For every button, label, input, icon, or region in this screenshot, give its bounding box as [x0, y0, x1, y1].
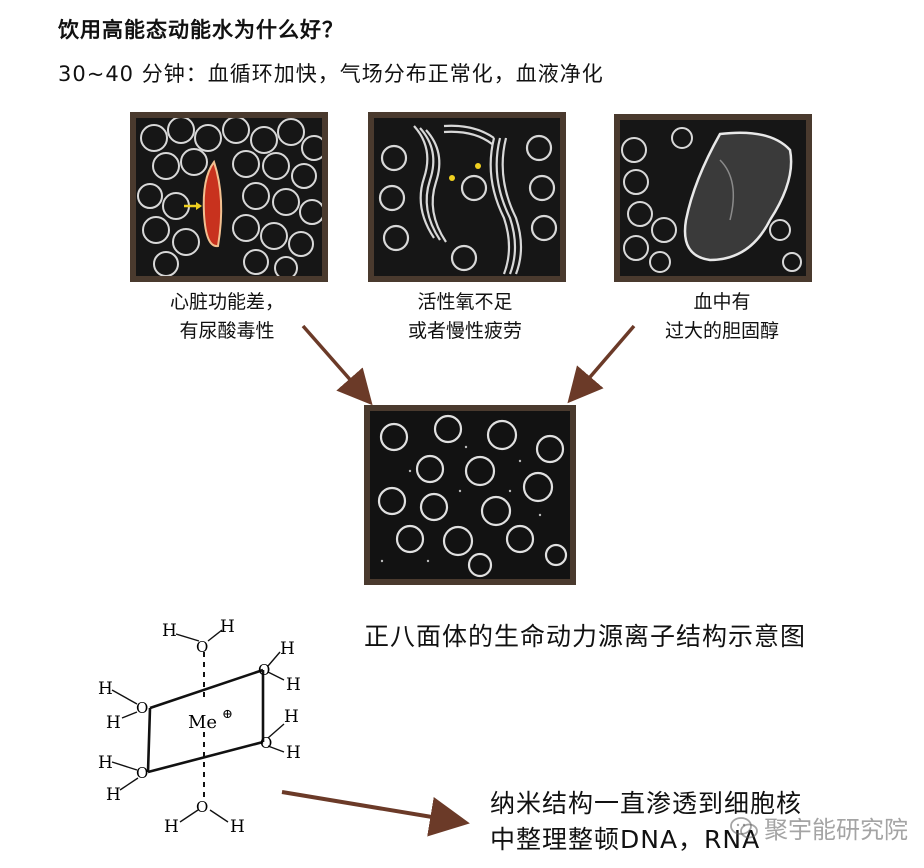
conclusion-line2: 中整理整顿DNA，RNA [490, 825, 761, 854]
arrow-left [301, 324, 373, 406]
center-charge-label: ⊕ [222, 707, 233, 722]
caption-cholesterol: 血中有 过大的胆固醇 [612, 288, 832, 346]
caption-heart-line2: 有尿酸毒性 [179, 320, 275, 342]
blood-cells-image-3 [620, 120, 806, 276]
blood-photo-cholesterol [614, 114, 812, 282]
atom-h-7: H [284, 707, 299, 727]
caption-heart-line1: 心脏功能差， [169, 291, 284, 313]
atom-h-11: H [164, 817, 179, 837]
atom-h-4: H [106, 713, 121, 733]
page-title: 饮用高能态动能水为什么好？ [58, 18, 344, 42]
atom-o-right-top: O [258, 661, 270, 679]
watermark-text: 聚宇能研究院 [764, 816, 908, 844]
caption-fatigue: 活性氧不足 或者慢性疲劳 [355, 288, 575, 346]
atom-o-top: O [196, 638, 208, 656]
atom-o-right-bottom: O [260, 734, 272, 752]
atom-h-3: H [98, 679, 113, 699]
octahedron-molecule-diagram: H O H H O H H O H H O H H O H O H H Me ⊕ [98, 617, 301, 837]
arrow-right [567, 324, 636, 404]
watermark: 聚宇能研究院 [730, 810, 908, 845]
atom-o-bottom: O [196, 798, 208, 816]
atom-h-5: H [280, 639, 295, 659]
blood-cells-image-result [370, 411, 570, 579]
diagram-caption: 正八面体的生命动力源离子结构示意图 [364, 622, 807, 651]
caption-heart: 心脏功能差， 有尿酸毒性 [117, 288, 337, 346]
page-subtitle: 30~40 分钟：血循环加快，气场分布正常化，血液净化 [58, 62, 604, 86]
atom-h-10: H [106, 785, 121, 805]
caption-cholesterol-line2: 过大的胆固醇 [664, 320, 779, 342]
atom-h-2: H [220, 617, 235, 637]
blood-photo-fatigue [368, 112, 566, 282]
atom-o-left-bottom: O [136, 764, 148, 782]
caption-fatigue-line1: 活性氧不足 [417, 291, 513, 313]
conclusion-text: 纳米结构一直渗透到细胞核 中整理整顿DNA，RNA [490, 786, 802, 858]
atom-h-1: H [162, 621, 177, 641]
blood-photo-healthy [364, 405, 576, 585]
atom-h-6: H [286, 675, 301, 695]
conclusion-line1: 纳米结构一直渗透到细胞核 [490, 789, 803, 818]
atom-h-12: H [230, 817, 245, 837]
caption-fatigue-line2: 或者慢性疲劳 [407, 320, 522, 342]
arrow-bottom [281, 790, 470, 837]
center-metal-label: Me [188, 712, 217, 733]
blood-cells-image-1 [136, 118, 322, 276]
blood-cells-image-2 [374, 118, 560, 276]
atom-o-left-top: O [136, 699, 148, 717]
atom-h-8: H [286, 743, 301, 763]
caption-cholesterol-line1: 血中有 [693, 291, 751, 313]
atom-h-9: H [98, 753, 113, 773]
wechat-icon [730, 816, 758, 838]
blood-photo-heart [130, 112, 328, 282]
